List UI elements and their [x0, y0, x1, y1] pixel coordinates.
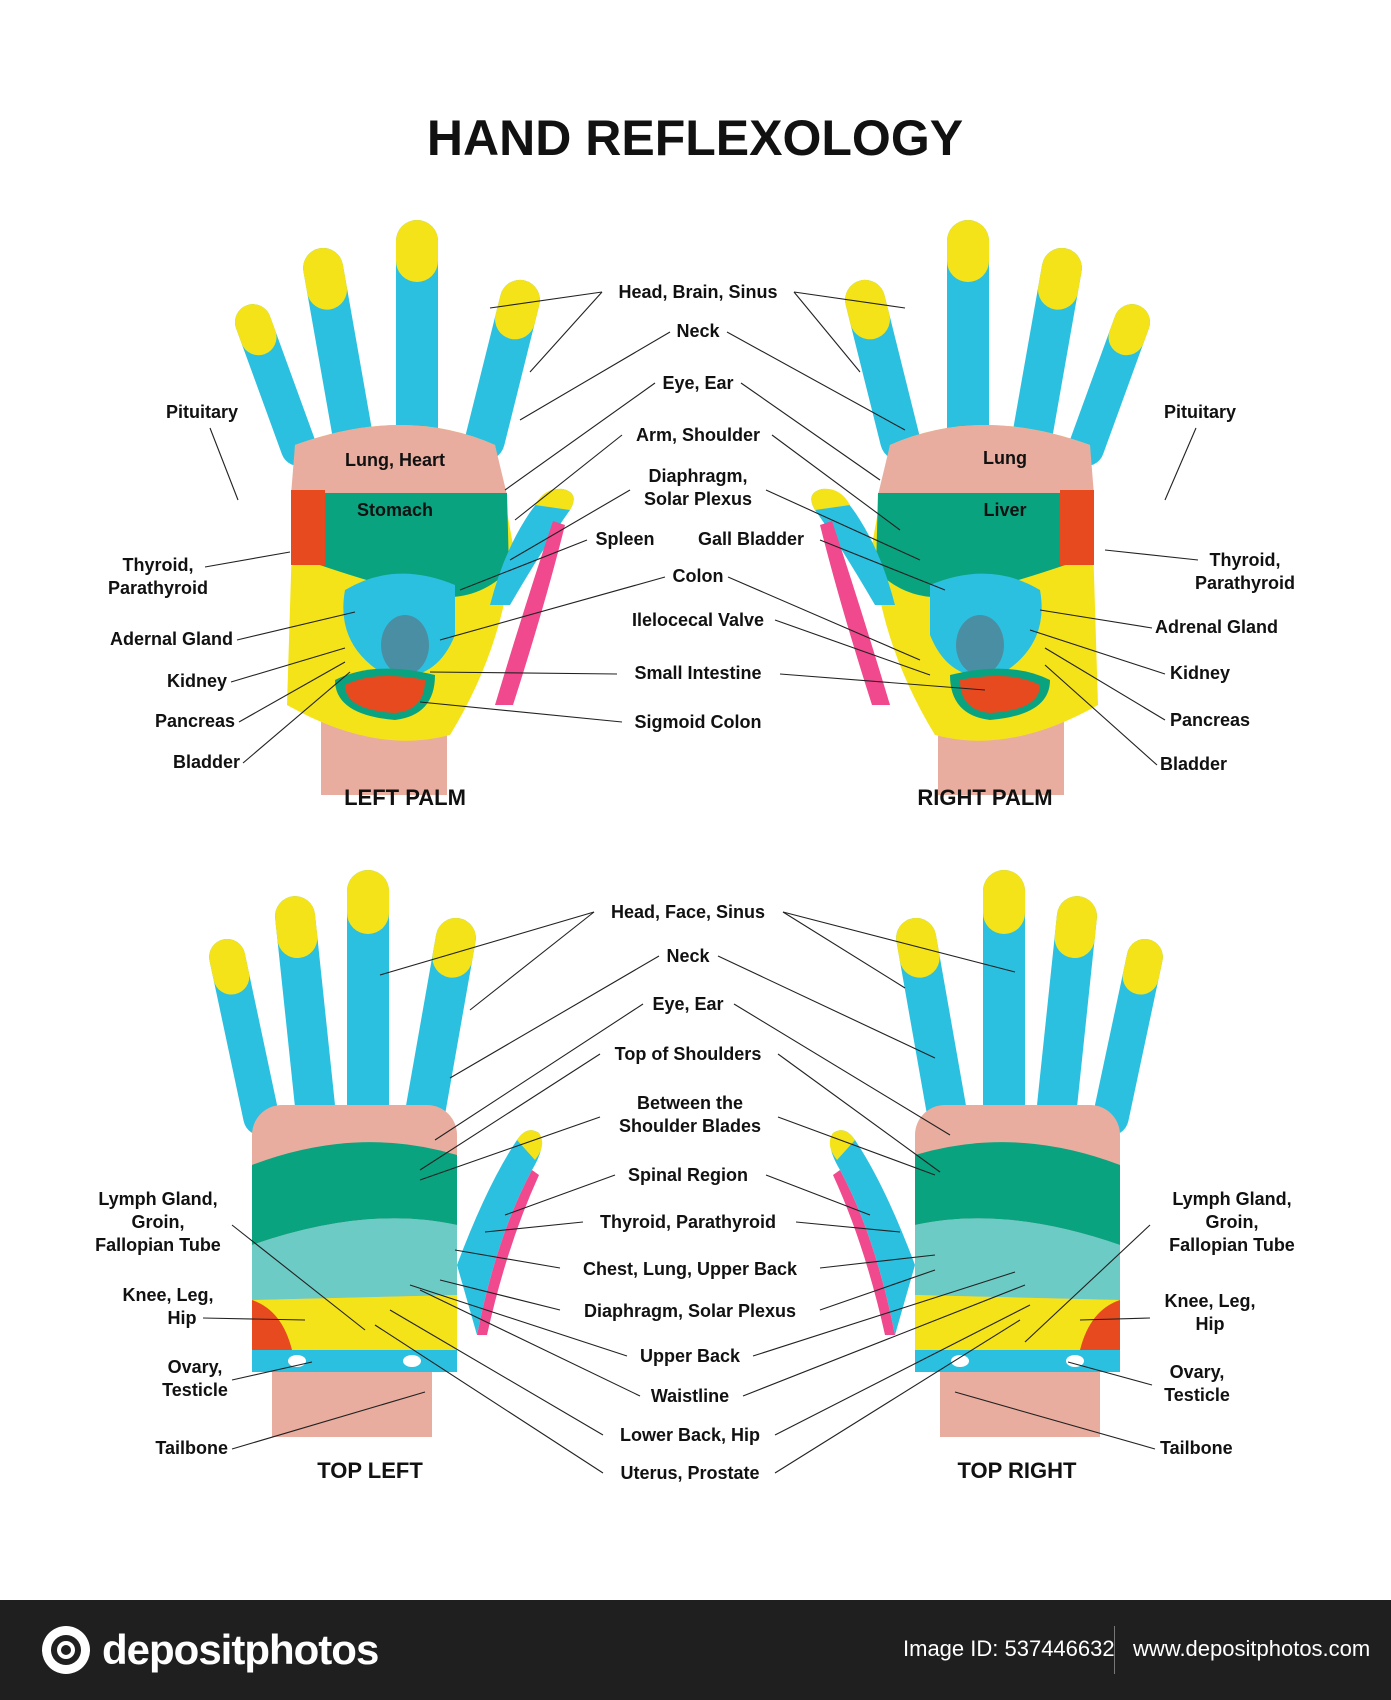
- camera-logo-icon: [42, 1626, 90, 1674]
- label-diaphragm-2: Solar Plexus: [644, 489, 752, 509]
- site-link[interactable]: www.depositphotos.com: [1133, 1636, 1371, 1661]
- label-knee-left-1: Knee, Leg,: [122, 1285, 213, 1305]
- section-right-palm: RIGHT PALM: [917, 785, 1052, 810]
- page-title: HAND REFLEXOLOGY: [427, 110, 963, 166]
- label-ileocecal-valve: Ilelocecal Valve: [632, 610, 764, 630]
- top-right-hand: [829, 870, 1167, 1437]
- label-thyroid-right-1: Thyroid,: [1210, 550, 1281, 570]
- label-pituitary-right: Pituitary: [1164, 402, 1236, 422]
- label-lymph-left-1: Lymph Gland,: [98, 1189, 217, 1209]
- label-spinal-region: Spinal Region: [628, 1165, 748, 1185]
- label-neck-palm: Neck: [676, 321, 720, 341]
- section-top-left: TOP LEFT: [317, 1458, 423, 1483]
- label-lower-back-hip: Lower Back, Hip: [620, 1425, 760, 1445]
- label-thyroid-left-1: Thyroid,: [123, 555, 194, 575]
- label-lung: Lung: [983, 448, 1027, 468]
- label-chest-lung-upper-back: Chest, Lung, Upper Back: [583, 1259, 798, 1279]
- label-upper-back: Upper Back: [640, 1346, 741, 1366]
- image-id: Image ID: 537446632: [903, 1636, 1115, 1661]
- label-sigmoid-colon: Sigmoid Colon: [635, 712, 762, 732]
- label-liver: Liver: [983, 500, 1026, 520]
- top-left-hand: [205, 870, 543, 1437]
- label-eye-ear-top: Eye, Ear: [652, 994, 723, 1014]
- label-thyroid-right-2: Parathyroid: [1195, 573, 1295, 593]
- label-arm-shoulder: Arm, Shoulder: [636, 425, 760, 445]
- depositphotos-logo: depositphotos: [40, 1624, 379, 1676]
- footer-divider: [1114, 1626, 1115, 1674]
- palm-leader-lines: [204, 291, 1199, 766]
- label-diaphragm-1: Diaphragm,: [648, 466, 747, 486]
- label-neck-top: Neck: [666, 946, 710, 966]
- top-leader-lines: [202, 911, 1156, 1474]
- label-head-face-sinus: Head, Face, Sinus: [611, 902, 765, 922]
- label-knee-right-2: Hip: [1196, 1314, 1225, 1334]
- label-tailbone-right: Tailbone: [1160, 1438, 1233, 1458]
- label-bladder-right: Bladder: [1160, 754, 1227, 774]
- footer-bar: depositphotos Image ID: 537446632 www.de…: [0, 1600, 1391, 1700]
- label-tailbone-left: Tailbone: [155, 1438, 228, 1458]
- label-knee-right-1: Knee, Leg,: [1164, 1291, 1255, 1311]
- label-spleen: Spleen: [595, 529, 654, 549]
- label-ovary-left-2: Testicle: [162, 1380, 228, 1400]
- brand-name: depositphotos: [102, 1626, 379, 1673]
- section-top-right: TOP RIGHT: [958, 1458, 1078, 1483]
- label-thyroid-left-2: Parathyroid: [108, 578, 208, 598]
- label-lymph-left-2: Groin,: [132, 1212, 185, 1232]
- section-left-palm: LEFT PALM: [344, 785, 466, 810]
- label-ovary-right-1: Ovary,: [1170, 1362, 1225, 1382]
- label-adrenal-left: Adernal Gland: [110, 629, 233, 649]
- label-uterus-prostate: Uterus, Prostate: [620, 1463, 759, 1483]
- label-bladder-left: Bladder: [173, 752, 240, 772]
- label-top-of-shoulders: Top of Shoulders: [615, 1044, 762, 1064]
- label-ovary-right-2: Testicle: [1164, 1385, 1230, 1405]
- label-eye-ear-palm: Eye, Ear: [662, 373, 733, 393]
- label-waistline: Waistline: [651, 1386, 729, 1406]
- label-between-2: Shoulder Blades: [619, 1116, 761, 1136]
- label-lymph-left-3: Fallopian Tube: [95, 1235, 221, 1255]
- label-pancreas-left: Pancreas: [155, 711, 235, 731]
- label-gall-bladder: Gall Bladder: [698, 529, 804, 549]
- label-lymph-right-1: Lymph Gland,: [1172, 1189, 1291, 1209]
- reflexology-diagram: HAND REFLEXOLOGY Lung, Heart Stomach Lun…: [95, 110, 1295, 1483]
- label-pituitary-left: Pituitary: [166, 402, 238, 422]
- label-stomach: Stomach: [357, 500, 433, 520]
- label-colon: Colon: [673, 566, 724, 586]
- label-knee-left-2: Hip: [168, 1308, 197, 1328]
- label-kidney-right: Kidney: [1170, 663, 1230, 683]
- label-diaphragm-solar-plexus: Diaphragm, Solar Plexus: [584, 1301, 796, 1321]
- label-thyroid-parathyroid: Thyroid, Parathyroid: [600, 1212, 776, 1232]
- label-lymph-right-3: Fallopian Tube: [1169, 1235, 1295, 1255]
- label-lymph-right-2: Groin,: [1206, 1212, 1259, 1232]
- label-ovary-left-1: Ovary,: [168, 1357, 223, 1377]
- label-kidney-left: Kidney: [167, 671, 227, 691]
- label-pancreas-right: Pancreas: [1170, 710, 1250, 730]
- label-adrenal-right: Adrenal Gland: [1155, 617, 1278, 637]
- label-head-brain-sinus: Head, Brain, Sinus: [618, 282, 777, 302]
- label-between-1: Between the: [637, 1093, 743, 1113]
- label-lung-heart: Lung, Heart: [345, 450, 445, 470]
- label-small-intestine: Small Intestine: [634, 663, 761, 683]
